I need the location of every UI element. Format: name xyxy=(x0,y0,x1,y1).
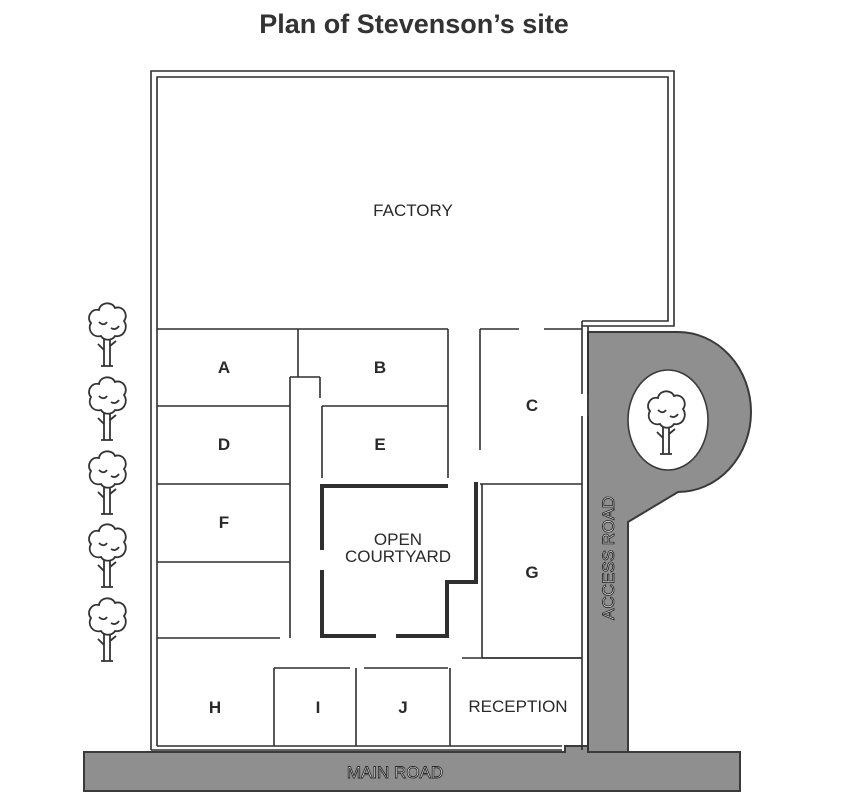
tree-icon xyxy=(647,390,686,455)
corridor-west-wall xyxy=(289,376,321,638)
label-e: E xyxy=(374,435,385,454)
label-courtyard-line1: OPEN xyxy=(374,530,422,549)
tree-icon xyxy=(88,302,127,367)
courtyard-wall-west xyxy=(320,570,376,638)
site-boundary-inner xyxy=(156,76,669,746)
label-a: A xyxy=(218,358,230,377)
label-j: J xyxy=(398,698,407,717)
label-courtyard-line2: COURTYARD xyxy=(345,547,451,566)
label-b: B xyxy=(374,358,386,377)
label-access-road: ACCESS ROAD xyxy=(599,496,618,620)
courtyard-wall-east xyxy=(396,482,478,638)
label-g: G xyxy=(525,563,538,582)
label-d: D xyxy=(218,435,230,454)
label-i: I xyxy=(316,698,321,717)
plan-title: Plan of Stevenson’s site xyxy=(259,9,569,39)
courtyard-wall-north xyxy=(320,484,448,550)
tree-icon xyxy=(88,376,127,441)
label-f: F xyxy=(219,513,229,532)
label-reception: RECEPTION xyxy=(468,697,567,716)
tree-icon xyxy=(88,450,127,515)
site-boundary-east xyxy=(581,321,589,750)
site-boundary-south xyxy=(151,745,562,751)
tree-icon xyxy=(88,597,127,662)
tree-icon xyxy=(88,523,127,588)
site-boundary-outer xyxy=(150,70,675,750)
label-main-road: MAIN ROAD xyxy=(347,763,443,782)
access-road xyxy=(587,331,752,753)
label-h: H xyxy=(209,698,221,717)
label-c: C xyxy=(526,396,538,415)
label-factory: FACTORY xyxy=(373,201,453,220)
